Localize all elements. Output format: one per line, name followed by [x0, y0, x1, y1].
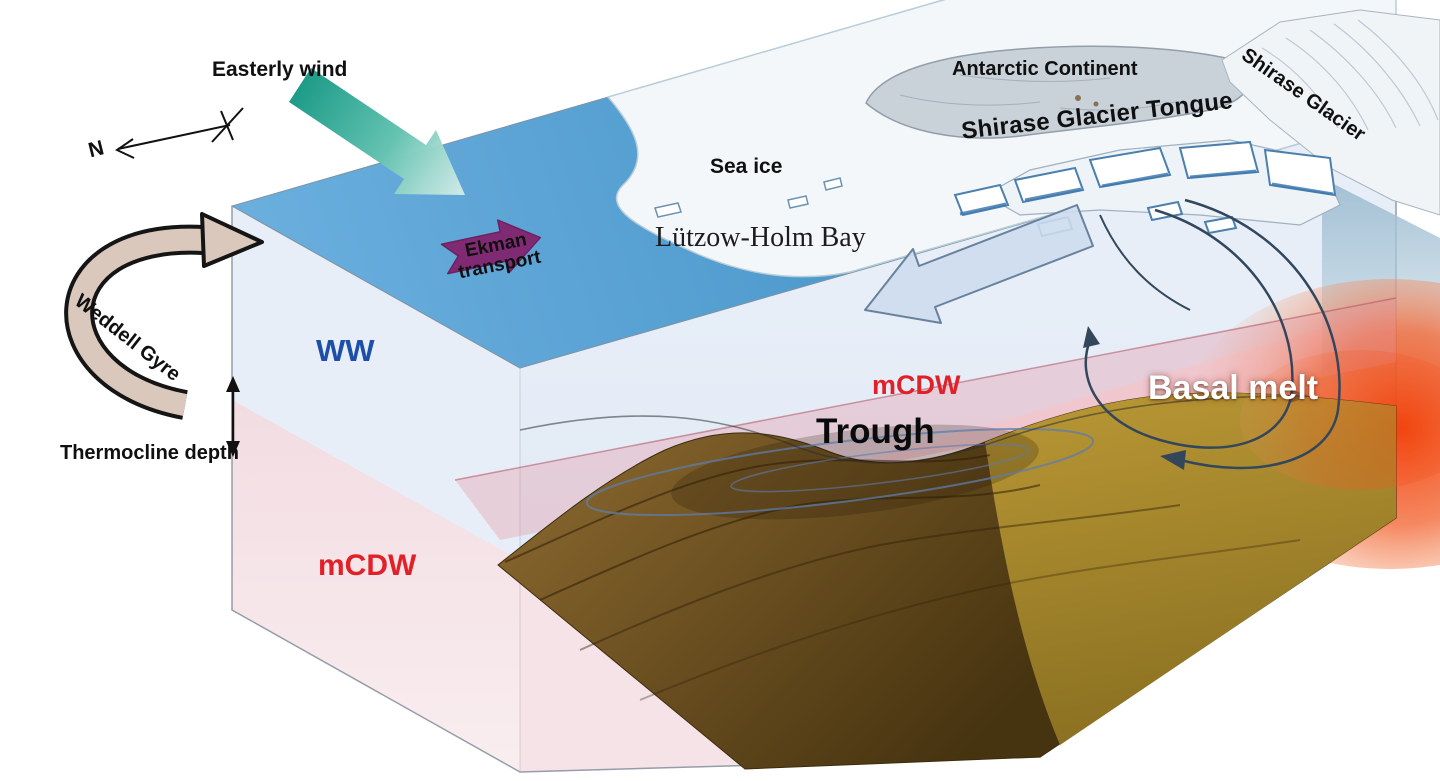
mcdw-deep-label: mCDW — [318, 549, 417, 582]
seafloor-olive-top — [985, 392, 1396, 745]
overturning-flow-lines — [1083, 198, 1341, 470]
antarctic-continent-label: Antarctic Continent — [952, 58, 1138, 80]
weddell-gyre-arrow — [64, 212, 264, 420]
basal-melt-glow-overlay — [1240, 350, 1440, 490]
easterly-wind-label: Easterly wind — [212, 58, 348, 81]
iceberg — [654, 177, 843, 218]
thermocline-depth-label: Thermocline depth — [60, 442, 239, 464]
left-face-mcdw-layer — [232, 400, 520, 772]
bathymetry-contours — [504, 454, 1301, 701]
north-compass — [114, 107, 244, 159]
trough-label: Trough — [816, 412, 935, 451]
trough-depression — [671, 424, 1039, 520]
shirase-glacier-body — [1221, 9, 1440, 216]
nunatak-mark — [1093, 101, 1099, 107]
trough-contour-lines — [585, 427, 1095, 517]
sea-ice-label: Sea ice — [710, 155, 783, 178]
basal-melt-label: Basal melt — [1148, 369, 1319, 407]
ice-shard-shadows — [959, 169, 1334, 216]
mcdw-trough-label: mCDW — [872, 370, 961, 400]
seafloor — [497, 350, 1440, 770]
easterly-wind-arrow — [289, 68, 465, 195]
winter-water-label: WW — [316, 333, 375, 368]
glacier-flow-texture — [1261, 19, 1439, 131]
thermocline-double-arrow — [226, 376, 240, 457]
downwelling-arrow — [864, 204, 1094, 324]
continent-texture — [899, 74, 1176, 111]
nunatak-mark — [1075, 95, 1081, 101]
lutzow-holm-bay-label: Lützow-Holm Bay — [655, 222, 866, 253]
ekman-transport-arrow — [440, 219, 542, 275]
